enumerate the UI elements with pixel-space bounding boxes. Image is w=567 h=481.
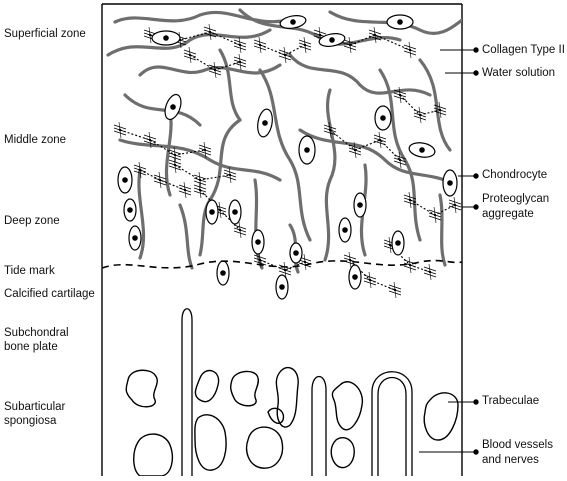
proteoglycan-aggregate (183, 46, 247, 79)
callout-vessels: Blood vessels and nerves (482, 439, 553, 466)
trabecula (133, 433, 173, 477)
leader-lines (419, 47, 479, 455)
trabecula (275, 367, 299, 428)
chondrocyte (205, 199, 219, 225)
chondrocyte (338, 217, 352, 243)
proteoglycan-aggregate (253, 251, 312, 279)
trabecula (125, 369, 158, 408)
callout-chondrocyte: Chondrocyte (482, 169, 548, 181)
proteoglycan-aggregate (393, 86, 447, 124)
chondrocyte (123, 198, 137, 222)
chondrocyte (275, 274, 289, 300)
chondrocyte (216, 260, 230, 286)
collagen-fiber (288, 53, 432, 97)
proteoglycan-aggregate (143, 23, 247, 54)
proteoglycan-aggregate (253, 36, 312, 64)
chondrocyte (151, 30, 181, 46)
trabecula (194, 369, 220, 403)
collagen-fiber (106, 28, 272, 57)
trabecula (267, 407, 285, 424)
trabecula (245, 426, 284, 469)
chondrocyte (257, 108, 273, 138)
trabecula (229, 370, 260, 407)
chondrocyte (348, 264, 362, 290)
blood-vessels (181, 308, 413, 476)
chondrocyte (128, 225, 142, 251)
proteoglycan-aggregate (403, 191, 462, 224)
zone-label-superficial: Superficial zone (4, 28, 86, 40)
trabeculae (125, 367, 459, 477)
proteoglycan-aggregate (133, 161, 192, 199)
collagen-fiber (328, 10, 462, 35)
collagen-fiber (298, 128, 457, 187)
chondrocyte (117, 166, 133, 194)
collagen-fiber (258, 68, 312, 242)
callout-proteoglycan: Proteoglycan aggregate (482, 193, 550, 220)
collagen-fiber (418, 58, 452, 152)
chondrocyte (164, 93, 182, 121)
proteoglycan-aggregate (168, 156, 237, 189)
trabecula (331, 381, 364, 431)
trabecula (330, 437, 355, 469)
callout-trabeculae: Trabeculae (482, 395, 540, 407)
collagen-fiber (378, 68, 422, 242)
proteoglycan-aggregate (323, 121, 407, 169)
chondrocyte (318, 33, 346, 47)
tissue-frame (101, 3, 463, 476)
collagen-fiber (138, 63, 282, 77)
collagen-fiber (438, 193, 447, 267)
chondrocytes (117, 14, 458, 300)
chondrocyte (228, 199, 242, 225)
chondrocyte (279, 15, 307, 29)
chondrocyte (298, 135, 316, 165)
blood-vessel (371, 371, 413, 476)
zone-label-subarticular: Subarticular spongiosa (4, 401, 66, 427)
proteoglycan-aggregate (113, 121, 212, 164)
collagen-fiber (118, 138, 282, 182)
collagen-fiber (164, 108, 173, 197)
trabecula (423, 392, 459, 441)
zone-label-calcified: Calcified cartilage (4, 288, 95, 300)
collagen-fibers (106, 8, 462, 274)
chondrocyte (374, 105, 392, 131)
blood-vessel (311, 375, 327, 476)
chondrocyte (353, 192, 367, 218)
collagen-fiber (113, 10, 292, 24)
tide-mark-line (101, 259, 463, 269)
callout-water: Water solution (482, 67, 556, 79)
collagen-fiber (323, 88, 337, 262)
zone-label-subchondral: Subchondral bone plate (4, 327, 69, 353)
collagen-fiber (218, 48, 242, 122)
chondrocyte (408, 142, 436, 158)
collagen-fiber (123, 93, 202, 127)
blood-vessel (181, 308, 193, 476)
collagen-fiber (198, 118, 242, 257)
zone-label-deep: Deep zone (4, 215, 60, 227)
zone-label-tide-mark: Tide mark (4, 265, 55, 277)
callout-collagen: Collagen Type II (482, 44, 565, 56)
collagen-fiber (253, 178, 264, 270)
collagen-fiber (137, 168, 146, 260)
chondrocyte (386, 14, 414, 30)
trabecula (194, 414, 227, 471)
chondrocyte (251, 229, 265, 255)
chondrocyte (442, 169, 458, 197)
proteoglycan-aggregate (313, 26, 417, 59)
chondrocyte (289, 242, 303, 264)
collagen-fiber (178, 203, 194, 270)
zone-label-middle: Middle zone (4, 134, 67, 146)
chondrocyte (391, 230, 405, 256)
blood-vessel (377, 377, 407, 476)
